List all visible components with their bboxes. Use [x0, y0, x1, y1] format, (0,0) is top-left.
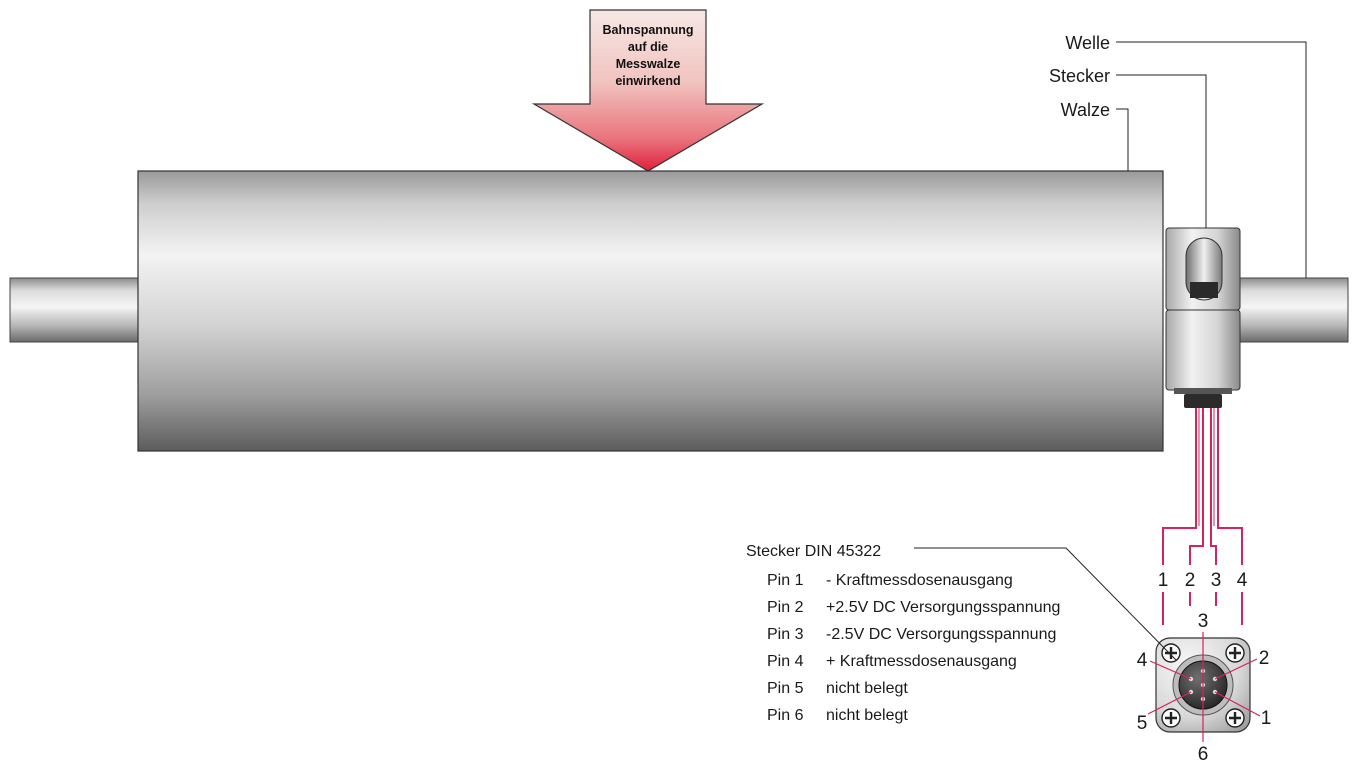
- leader-connector: [914, 547, 1177, 661]
- leader-welle: [1116, 41, 1307, 278]
- screw-icon: [1161, 708, 1181, 728]
- pin-spec-desc: +2.5V DC Versorgungsspannung: [826, 599, 1060, 616]
- screw-icon: [1225, 708, 1245, 728]
- pin-spec-list: Pin 1 - Kraftmessdosenausgang Pin 2 +2.5…: [767, 572, 1060, 724]
- pin-mark-4: 4: [1137, 650, 1148, 671]
- pin-spec-desc: nicht belegt: [826, 707, 908, 724]
- pin-spec-label: Pin 4: [767, 653, 804, 670]
- pin-mark-5: 5: [1137, 713, 1148, 734]
- connector-title: Stecker DIN 45322: [746, 543, 881, 560]
- pin-spec-label: Pin 6: [767, 707, 804, 724]
- arrow-line-1: Bahnspannung: [603, 23, 694, 37]
- label-walze: Walze: [1061, 100, 1110, 120]
- label-stecker: Stecker: [1049, 66, 1110, 86]
- pin-spec-desc: - Kraftmessdosenausgang: [826, 572, 1013, 589]
- pin-spec-desc: -2.5V DC Versorgungsspannung: [826, 626, 1056, 643]
- wire-number-4: 4: [1237, 570, 1248, 591]
- screw-icon: [1161, 643, 1181, 663]
- wire-number-3: 3: [1211, 570, 1222, 591]
- sensor-clamp: [1165, 227, 1241, 408]
- leader-walze: [1116, 108, 1129, 171]
- pin-mark-6: 6: [1198, 744, 1209, 762]
- pin-spec-desc: nicht belegt: [826, 680, 908, 697]
- pin-spec-label: Pin 3: [767, 626, 804, 643]
- arrow-line-2: auf die: [628, 40, 668, 54]
- pin-spec-label: Pin 1: [767, 572, 804, 589]
- wire-bundle: [1162, 408, 1243, 625]
- roller: [137, 170, 1164, 452]
- screw-icon: [1225, 643, 1245, 663]
- pin-mark-2: 2: [1259, 648, 1270, 669]
- pin-spec-label: Pin 2: [767, 599, 804, 616]
- wire-number-2: 2: [1185, 570, 1196, 591]
- wire-number-1: 1: [1158, 570, 1169, 591]
- label-welle: Welle: [1065, 33, 1110, 53]
- force-arrow: Bahnspannung auf die Messwalze einwirken…: [531, 9, 765, 172]
- connector-face: [1147, 632, 1261, 742]
- pin-spec-desc: + Kraftmessdosenausgang: [826, 653, 1017, 670]
- arrow-line-3: Messwalze: [616, 57, 681, 71]
- pin-mark-1: 1: [1261, 708, 1272, 729]
- shaft-right: [1237, 277, 1349, 343]
- pin-spec-label: Pin 5: [767, 680, 804, 697]
- shaft-left: [9, 277, 141, 343]
- pin-mark-3: 3: [1198, 611, 1209, 632]
- arrow-line-4: einwirkend: [615, 74, 680, 88]
- leader-stecker: [1116, 74, 1207, 228]
